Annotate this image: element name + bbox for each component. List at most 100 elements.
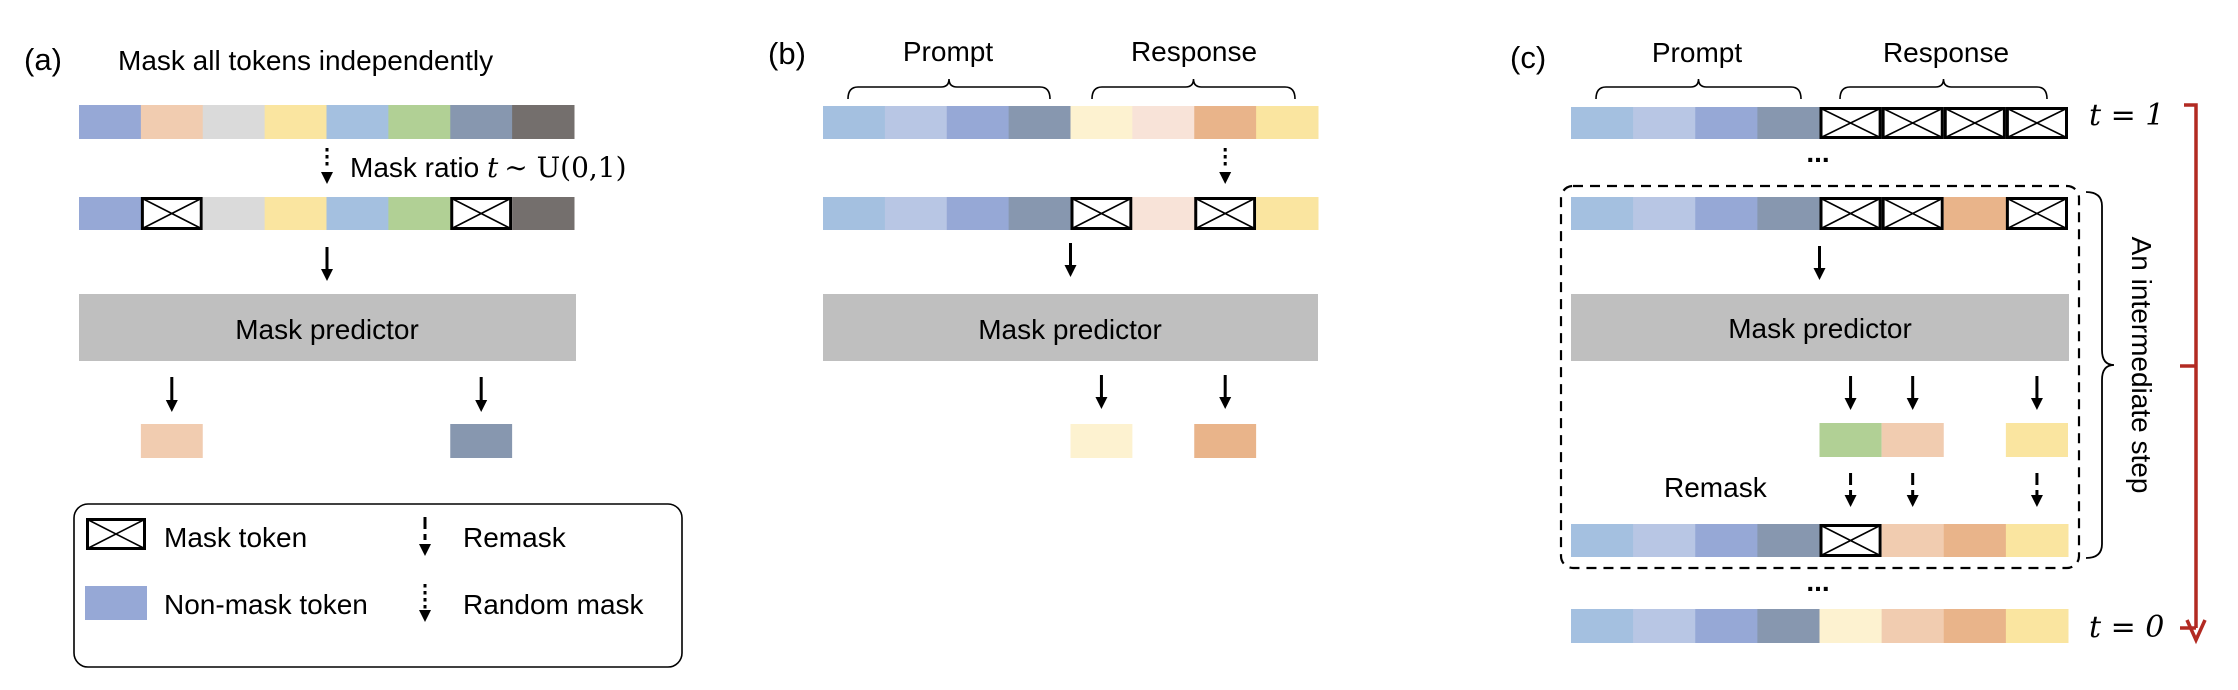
legend-remask: Remask (463, 522, 567, 553)
remask-arrow-icon (2030, 473, 2043, 507)
random-mask-arrow-icon (321, 148, 333, 184)
token (1633, 524, 1696, 557)
token (1943, 609, 2007, 643)
token (512, 105, 575, 139)
arrow-down-icon (1844, 376, 1857, 410)
panel-c-response-label: Response (1883, 37, 2009, 68)
token (1194, 106, 1257, 139)
panel-c: (c) Prompt Response t = 1 ... Mask predi… (1510, 37, 2207, 645)
predicted-token (1881, 423, 1944, 457)
brace (1595, 78, 1802, 100)
random-mask-arrow-icon (321, 148, 333, 184)
remask-arrow-icon (419, 517, 431, 556)
panel-b-braces (847, 78, 1296, 100)
mask-predictor-box (1571, 294, 2069, 361)
arrow-down-icon (1906, 376, 1919, 410)
random-mask-arrow-icon (1219, 148, 1232, 184)
panel-c-remask-arrows (1844, 473, 2043, 507)
arrow-down-icon (1813, 246, 1826, 280)
panel-a-title: Mask all tokens independently (118, 45, 493, 76)
token (264, 197, 327, 230)
remask-label: Remask (1664, 472, 1768, 503)
token (1070, 106, 1133, 139)
remask-arrow-icon (1844, 473, 1857, 507)
mask-token-icon (1943, 107, 2006, 139)
mask-token-icon (140, 197, 203, 230)
panel-b-label: (b) (768, 36, 806, 71)
panel-a-masked-row (79, 197, 575, 230)
token (2005, 609, 2069, 643)
panel-b: (b) Prompt Response Mask predictor (768, 36, 1319, 458)
mask-token-icon (86, 518, 146, 550)
token (140, 105, 204, 139)
arrow-down-icon (1813, 246, 1826, 280)
token (1256, 106, 1319, 139)
panel-a-label: (a) (24, 42, 62, 77)
token (884, 197, 948, 230)
legend-non-mask-token: Non-mask token (164, 589, 368, 620)
predicted-token (1070, 424, 1133, 458)
arrow-down-icon (165, 377, 178, 412)
intermediate-step-brace (2085, 191, 2115, 559)
token (202, 197, 266, 230)
panel-b-prompt-label: Prompt (903, 36, 993, 67)
token (823, 197, 886, 230)
predicted-token (140, 424, 203, 458)
token (450, 105, 513, 139)
token (1943, 524, 2007, 557)
mask-token-icon (86, 518, 146, 550)
remask-arrow-icon (1906, 473, 1919, 507)
arrow-down-icon (1064, 243, 1077, 277)
token (1757, 107, 1820, 139)
token (1571, 524, 1634, 557)
token (1008, 106, 1071, 139)
predicted-token (2005, 423, 2068, 457)
token (202, 105, 266, 139)
t0-label: t = 0 (2089, 610, 2164, 645)
token (512, 197, 575, 230)
token (1633, 609, 1696, 643)
intermediate-step-label: An intermediate step (2126, 237, 2157, 494)
token (1757, 524, 1820, 557)
panel-b-response-label: Response (1131, 36, 1257, 67)
legend-mask-token: Mask token (164, 522, 307, 553)
panel-c-row-t1 (1571, 107, 2068, 139)
mask-predictor-box (79, 294, 576, 361)
arrow-down-icon (2030, 376, 2043, 410)
ellipsis-bottom: ... (1806, 566, 1829, 597)
mask-token-icon (1819, 107, 1882, 139)
brace (1091, 78, 1296, 100)
token (1132, 197, 1195, 230)
token (884, 106, 948, 139)
arrow-down-icon (321, 247, 333, 281)
mask-token-icon (2005, 197, 2068, 230)
token (946, 197, 1010, 230)
panel-b-outputs (1070, 375, 1257, 458)
mask-token-icon (1194, 197, 1257, 230)
predicted-token (1819, 423, 1882, 457)
panel-b-input-row (823, 106, 1319, 139)
panel-c-row-t0 (1571, 609, 2069, 643)
timeline-arrow-icon (2180, 103, 2207, 645)
token (1571, 107, 1634, 139)
token (1256, 197, 1319, 230)
token (1571, 609, 1634, 643)
mask-predictor-label: Mask predictor (1728, 313, 1912, 344)
mask-predictor-label: Mask predictor (235, 314, 419, 345)
token (1757, 197, 1820, 230)
panel-c-outputs (1819, 376, 2068, 457)
token (1008, 197, 1071, 230)
token (1881, 609, 1945, 643)
token (1132, 106, 1195, 139)
predicted-token (450, 424, 513, 458)
token (388, 197, 451, 230)
intermediate-step-box (1559, 184, 2081, 570)
panel-c-label: (c) (1510, 40, 1546, 75)
mask-token-icon (450, 197, 513, 230)
token (326, 105, 389, 139)
random-mask-arrow-icon (1219, 148, 1232, 184)
arrow-down-icon (475, 377, 488, 412)
token (1633, 107, 1696, 139)
arrow-down-icon (1064, 243, 1077, 277)
